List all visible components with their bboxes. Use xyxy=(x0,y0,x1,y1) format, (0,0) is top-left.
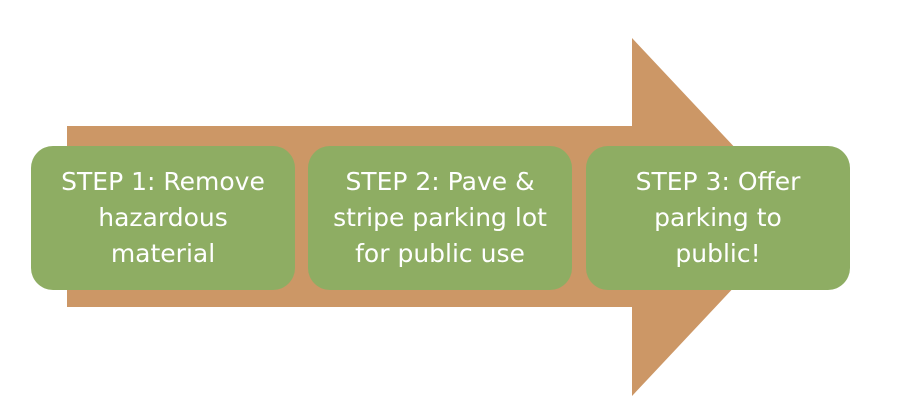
step-2-label: STEP 2: Pave & stripe parking lot for pu… xyxy=(333,167,547,268)
step-2-box: STEP 2: Pave & stripe parking lot for pu… xyxy=(308,146,572,290)
step-1-label: STEP 1: Remove hazardous material xyxy=(61,167,265,268)
step-1-box: STEP 1: Remove hazardous material xyxy=(31,146,295,290)
step-3-box: STEP 3: Offer parking to public! xyxy=(586,146,850,290)
step-3-label: STEP 3: Offer parking to public! xyxy=(635,167,801,268)
